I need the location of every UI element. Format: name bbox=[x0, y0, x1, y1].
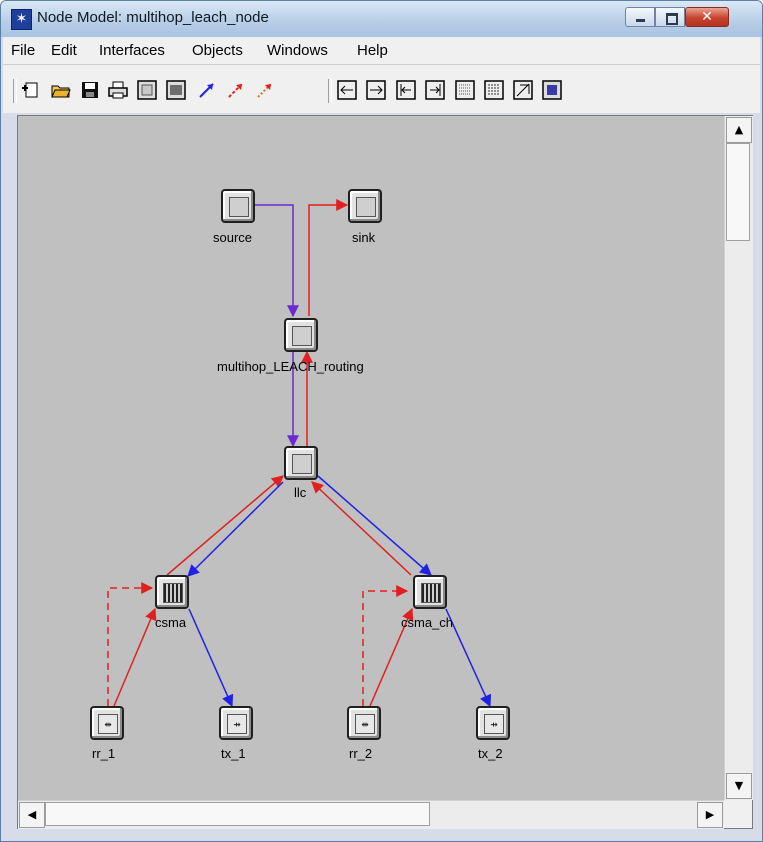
processor-module-icon bbox=[229, 197, 249, 217]
node-label: tx_1 bbox=[221, 746, 246, 761]
node-rr-2[interactable]: ⇹ bbox=[347, 706, 381, 740]
radio-transmitter-icon: ⇸ bbox=[227, 714, 247, 734]
radio-receiver-icon[interactable] bbox=[454, 79, 476, 101]
point-to-point-transmitter-icon[interactable] bbox=[365, 79, 387, 101]
radio-receiver-icon: ⇹ bbox=[355, 714, 375, 734]
stream-llc-to-csma-ch[interactable] bbox=[317, 475, 432, 576]
close-icon: ✕ bbox=[701, 9, 713, 25]
stream-csma-to-tx1[interactable] bbox=[188, 608, 234, 708]
new-icon[interactable] bbox=[20, 79, 42, 101]
stream-rr1-to-csma[interactable] bbox=[113, 607, 157, 707]
menu-objects[interactable]: Objects bbox=[192, 42, 243, 59]
radio-transmitter-icon[interactable] bbox=[483, 79, 505, 101]
statwire-rr1-to-csma[interactable] bbox=[107, 582, 154, 706]
vertical-scroll-thumb[interactable] bbox=[726, 143, 750, 241]
window-title: Node Model: multihop_leach_node bbox=[37, 9, 269, 26]
node-label: rr_1 bbox=[92, 746, 116, 761]
menu-windows[interactable]: Windows bbox=[267, 42, 328, 59]
radio-transmitter-icon: ⇸ bbox=[484, 714, 504, 734]
stream-csma-ch-to-tx2[interactable] bbox=[445, 608, 492, 708]
scroll-left-arrow-icon[interactable]: ◀ bbox=[19, 802, 45, 828]
packet-streams-layer bbox=[107, 199, 492, 708]
horizontal-scrollbar[interactable]: ◀ ▶ bbox=[18, 800, 724, 829]
packet-stream-icon[interactable] bbox=[196, 79, 218, 101]
stream-llc-to-csma[interactable] bbox=[187, 481, 284, 577]
stream-routing-to-sink[interactable] bbox=[308, 199, 349, 316]
node-tx-1[interactable]: ⇸ bbox=[219, 706, 253, 740]
node-tx-2[interactable]: ⇸ bbox=[476, 706, 510, 740]
menu-help[interactable]: Help bbox=[357, 42, 388, 59]
node-sink[interactable] bbox=[348, 189, 382, 223]
processor-module-icon bbox=[356, 197, 376, 217]
print-icon[interactable] bbox=[107, 79, 129, 101]
horizontal-scroll-thumb[interactable] bbox=[45, 802, 430, 826]
node-label: csma bbox=[155, 615, 187, 630]
menu-file[interactable]: File bbox=[11, 42, 36, 59]
node-editor-viewport: source sink multihop_LEACH_routing llc c… bbox=[17, 115, 753, 829]
toolbar-grip bbox=[13, 79, 17, 103]
node-csma[interactable] bbox=[155, 575, 189, 609]
point-to-point-receiver-icon[interactable] bbox=[336, 79, 358, 101]
processor-module-icon[interactable] bbox=[136, 79, 158, 101]
menu-edit[interactable]: Edit bbox=[51, 42, 77, 59]
scroll-up-arrow-icon[interactable]: ▲ bbox=[726, 117, 752, 143]
stream-source-to-routing[interactable] bbox=[255, 204, 299, 318]
queue-module-icon bbox=[421, 583, 441, 603]
node-label: sink bbox=[352, 230, 376, 245]
node-label: llc bbox=[294, 485, 307, 500]
toolbar-separator bbox=[328, 79, 332, 103]
node-editor-canvas[interactable]: source sink multihop_LEACH_routing llc c… bbox=[18, 116, 724, 800]
close-button[interactable]: ✕ bbox=[685, 7, 729, 27]
node-label: rr_2 bbox=[349, 746, 373, 761]
menu-interfaces[interactable]: Interfaces bbox=[99, 42, 165, 59]
logical-association-icon[interactable] bbox=[254, 79, 276, 101]
menu-bar: File Edit Interfaces Objects Windows Hel… bbox=[3, 37, 760, 65]
title-bar[interactable]: ✶ Node Model: multihop_leach_node ✕ bbox=[1, 1, 762, 37]
processor-module-icon bbox=[292, 454, 312, 474]
minimize-button[interactable] bbox=[625, 7, 655, 27]
node-label: multihop_LEACH_routing bbox=[217, 359, 364, 374]
vertical-scrollbar[interactable]: ▲ ▼ bbox=[724, 116, 753, 800]
node-rr-1[interactable]: ⇹ bbox=[90, 706, 124, 740]
statwire-rr2-to-csma-ch[interactable] bbox=[362, 585, 409, 706]
star-app-icon: ✶ bbox=[11, 9, 32, 30]
node-multihop-leach-routing[interactable] bbox=[284, 318, 318, 352]
stream-csma-to-llc[interactable] bbox=[166, 475, 284, 576]
node-label: csma_ch bbox=[401, 615, 454, 630]
node-source[interactable] bbox=[221, 189, 255, 223]
scroll-down-arrow-icon[interactable]: ▼ bbox=[726, 773, 752, 799]
minimize-icon bbox=[636, 19, 645, 22]
node-llc[interactable] bbox=[284, 446, 318, 480]
scrollbar-corner bbox=[724, 800, 752, 828]
scroll-right-arrow-icon[interactable]: ▶ bbox=[697, 802, 723, 828]
maximize-button[interactable] bbox=[655, 7, 685, 27]
maximize-icon bbox=[666, 13, 678, 25]
node-csma-ch[interactable] bbox=[413, 575, 447, 609]
statistic-wire-icon[interactable] bbox=[225, 79, 247, 101]
processor-module-icon bbox=[292, 326, 312, 346]
save-icon[interactable] bbox=[79, 79, 101, 101]
radio-receiver-icon: ⇹ bbox=[98, 714, 118, 734]
node-label: source bbox=[213, 230, 253, 245]
stream-csma-ch-to-llc[interactable] bbox=[311, 481, 412, 576]
antenna-icon[interactable] bbox=[512, 79, 534, 101]
queue-module-icon[interactable] bbox=[165, 79, 187, 101]
stream-rr2-to-csma-ch[interactable] bbox=[369, 607, 414, 707]
external-system-icon[interactable] bbox=[541, 79, 563, 101]
queue-module-icon bbox=[163, 583, 183, 603]
node-label: tx_2 bbox=[478, 746, 503, 761]
bus-receiver-icon[interactable] bbox=[395, 79, 417, 101]
open-folder-icon[interactable] bbox=[50, 79, 72, 101]
bus-transmitter-icon[interactable] bbox=[424, 79, 446, 101]
toolbar bbox=[3, 65, 760, 113]
